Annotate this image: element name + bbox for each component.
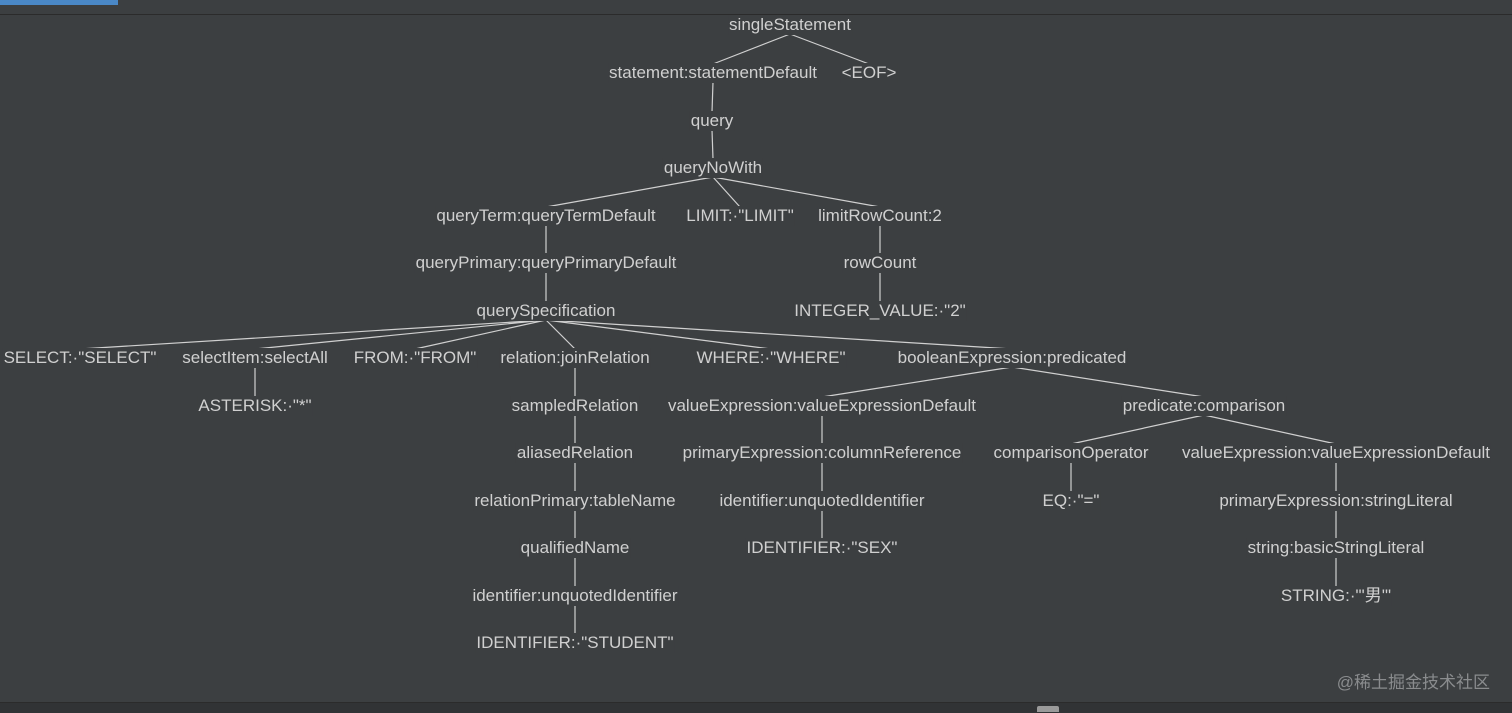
tree-node-select-token[interactable]: SELECT:·"SELECT" xyxy=(2,348,158,368)
tree-edge-n10-n13 xyxy=(254,319,547,350)
scrollbar-thumb[interactable] xyxy=(1037,706,1059,712)
tree-node-qualifiedname[interactable]: qualifiedName xyxy=(519,538,631,558)
tree-node-querynowith[interactable]: queryNoWith xyxy=(662,158,764,178)
tree-node-predicate[interactable]: predicate:comparison xyxy=(1121,396,1287,416)
tree-node-aliasedrelation[interactable]: aliasedRelation xyxy=(515,443,635,463)
tree-node-string-token[interactable]: STRING:·"'男'" xyxy=(1279,586,1393,606)
tree-edge-n0-n1 xyxy=(712,33,791,65)
tree-node-statement[interactable]: statement:statementDefault xyxy=(608,63,818,83)
tree-node-singlestatement[interactable]: singleStatement xyxy=(728,15,852,35)
bottom-scrollbar[interactable] xyxy=(0,702,1512,713)
tree-node-queryterm[interactable]: queryTerm:queryTermDefault xyxy=(435,206,657,226)
tree-edge-n10-n16 xyxy=(545,319,772,350)
tree-node-where-token[interactable]: WHERE:·"WHERE" xyxy=(695,348,847,368)
tree-node-identifier-column[interactable]: identifier:unquotedIdentifier xyxy=(718,491,926,511)
tree-node-identifier-student-token[interactable]: IDENTIFIER:·"STUDENT" xyxy=(475,633,675,653)
tree-node-queryspecification[interactable]: querySpecification xyxy=(475,301,617,321)
tree-node-eq-token[interactable]: EQ:·"=" xyxy=(1041,491,1101,511)
watermark-text: @稀土掘金技术社区 xyxy=(1336,673,1490,692)
tree-node-identifier-sex-token[interactable]: IDENTIFIER:·"SEX" xyxy=(745,538,899,558)
tree-node-relationprimary[interactable]: relationPrimary:tableName xyxy=(473,491,677,511)
tree-edge-n3-n4 xyxy=(711,129,714,160)
tree-node-asterisk-token[interactable]: ASTERISK:·"*" xyxy=(197,396,313,416)
tree-node-integer-value[interactable]: INTEGER_VALUE:·"2" xyxy=(793,301,967,321)
parse-tree-edges xyxy=(79,33,1337,634)
tree-edge-n10-n17 xyxy=(545,319,1013,350)
tree-edge-n4-n7 xyxy=(712,176,881,208)
tree-node-selectitem[interactable]: selectItem:selectAll xyxy=(181,348,329,368)
tree-node-sampledrelation[interactable]: sampledRelation xyxy=(510,396,640,416)
tree-node-string-literal[interactable]: string:basicStringLiteral xyxy=(1246,538,1426,558)
tree-node-query[interactable]: query xyxy=(689,111,735,131)
tree-node-eof[interactable]: <EOF> xyxy=(840,63,898,83)
tree-edge-n0-n2 xyxy=(789,33,870,65)
tree-edge-n17-n20 xyxy=(821,366,1013,398)
tree-edge-n4-n5 xyxy=(545,176,714,208)
tree-edge-n17-n21 xyxy=(1011,366,1205,398)
tree-edge-n21-n25 xyxy=(1203,414,1337,445)
top-toolbar xyxy=(0,0,1512,15)
tree-node-primaryexpression-string[interactable]: primaryExpression:stringLiteral xyxy=(1218,491,1454,511)
tree-node-valueexpression-right[interactable]: valueExpression:valueExpressionDefault xyxy=(1180,443,1492,463)
tree-edge-n21-n24 xyxy=(1070,414,1205,445)
tree-node-primaryexpression-column[interactable]: primaryExpression:columnReference xyxy=(681,443,963,463)
tree-edge-n1-n3 xyxy=(711,81,714,113)
tree-node-comparisonoperator[interactable]: comparisonOperator xyxy=(992,443,1150,463)
tree-node-relation[interactable]: relation:joinRelation xyxy=(499,348,651,368)
tree-edge-n10-n15 xyxy=(545,319,576,350)
tree-edge-n4-n6 xyxy=(712,176,741,208)
tree-node-booleanexpression[interactable]: booleanExpression:predicated xyxy=(896,348,1128,368)
tree-edge-n10-n14 xyxy=(414,319,547,350)
tree-node-queryprimary[interactable]: queryPrimary:queryPrimaryDefault xyxy=(414,253,678,273)
tree-node-rowcount[interactable]: rowCount xyxy=(842,253,918,273)
tree-node-valueexpression-left[interactable]: valueExpression:valueExpressionDefault xyxy=(666,396,978,416)
active-tab-indicator[interactable] xyxy=(0,0,118,5)
tree-edge-n10-n12 xyxy=(79,319,547,350)
tree-node-from-token[interactable]: FROM:·"FROM" xyxy=(352,348,478,368)
tree-node-limit-token[interactable]: LIMIT:·"LIMIT" xyxy=(685,206,795,226)
tree-node-limitrowcount[interactable]: limitRowCount:2 xyxy=(817,206,943,226)
parse-tree-canvas[interactable]: singleStatement statement:statementDefau… xyxy=(0,15,1512,702)
tree-node-identifier-table[interactable]: identifier:unquotedIdentifier xyxy=(471,586,679,606)
